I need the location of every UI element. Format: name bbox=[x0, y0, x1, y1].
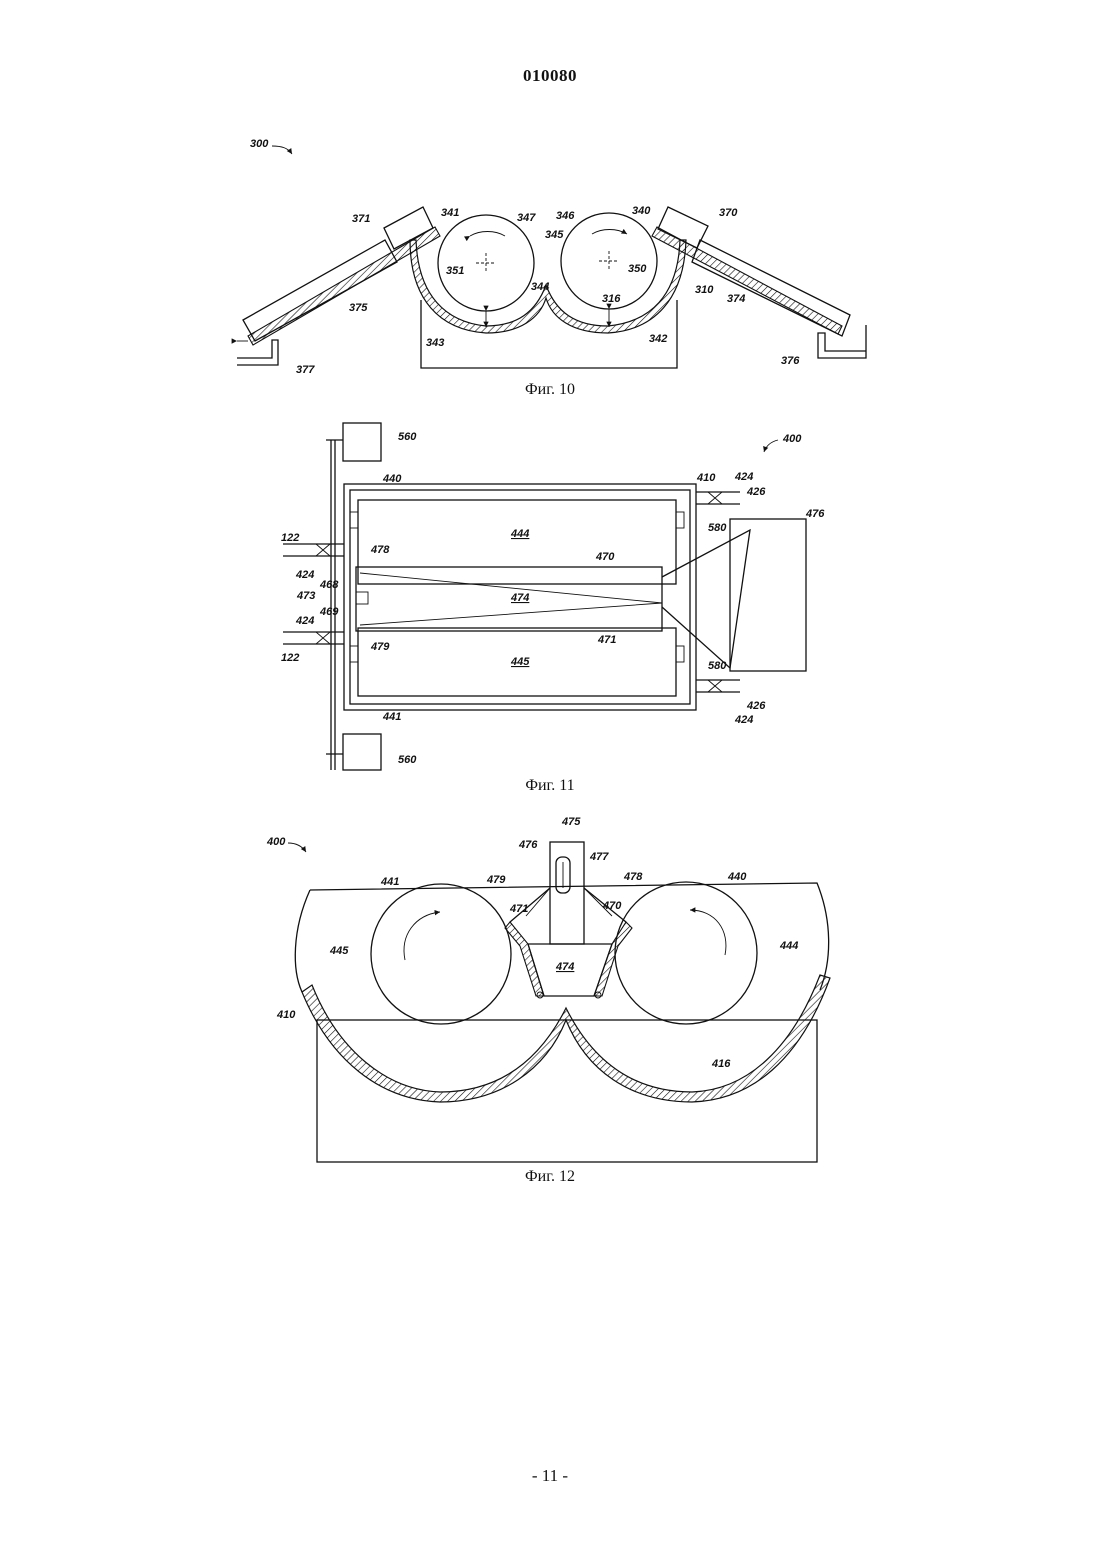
label-479: 479 bbox=[486, 874, 506, 886]
fig12-drawing bbox=[288, 842, 830, 1162]
label-477: 477 bbox=[589, 851, 609, 863]
label-410: 410 bbox=[276, 1009, 296, 1021]
label-470: 470 bbox=[602, 900, 622, 912]
label-476: 476 bbox=[518, 839, 538, 851]
label-440: 440 bbox=[727, 871, 747, 883]
label-444: 444 bbox=[779, 940, 798, 952]
label-441: 441 bbox=[380, 876, 399, 888]
page-number: - 11 - bbox=[0, 1466, 1100, 1486]
label-474: 474 bbox=[555, 961, 574, 973]
label-400: 400 bbox=[266, 836, 286, 848]
label-471: 471 bbox=[509, 903, 528, 915]
fig12-labels: 400 475 476 477 441 479 478 440 471 470 … bbox=[266, 816, 798, 1185]
label-416: 416 bbox=[711, 1058, 731, 1070]
figure-12: 400 475 476 477 441 479 478 440 471 470 … bbox=[0, 0, 1100, 1200]
label-445: 445 bbox=[329, 945, 349, 957]
label-478: 478 bbox=[623, 871, 643, 883]
figure-12-caption: Фиг. 12 bbox=[525, 1168, 575, 1185]
label-475: 475 bbox=[561, 816, 581, 828]
